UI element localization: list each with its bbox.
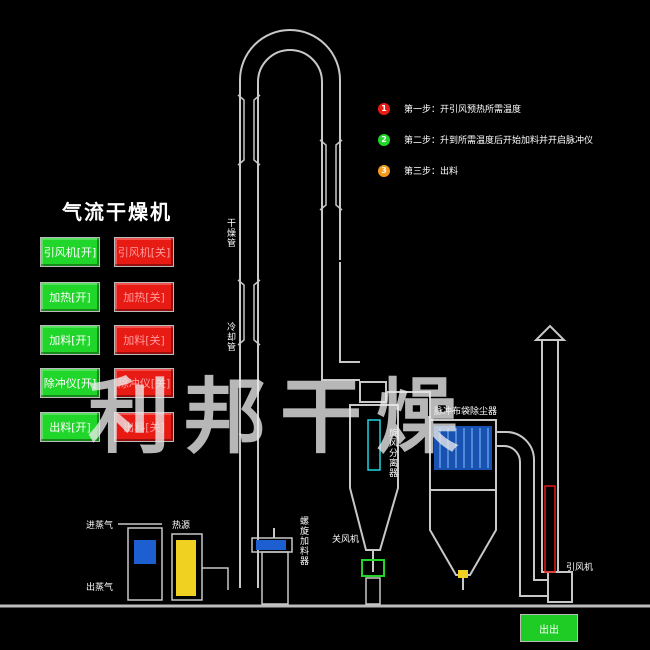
pipe-to-filter — [386, 391, 431, 420]
riser-inner — [257, 49, 323, 588]
fan-off-button[interactable]: 引风机[关] — [114, 237, 174, 267]
riser-segments — [237, 94, 343, 346]
fan-on-button[interactable]: 引风机[开] — [40, 237, 100, 267]
feed-off-button[interactable]: 加料[关] — [114, 325, 174, 355]
steam-out-label: 出蒸气 — [86, 583, 114, 593]
step-2-badge: 2 — [378, 133, 390, 146]
step-1: 1 第一步：开引风预热所需温度 — [378, 102, 521, 115]
pulse-on-button[interactable]: 除冲仪[开] — [40, 368, 100, 398]
discharge-valve — [458, 570, 468, 578]
discharge-on-button[interactable]: 出料[开] — [40, 412, 100, 442]
step-1-text: 第一步：开引风预热所需温度 — [404, 105, 522, 115]
steam-in-label: 进蒸气 — [86, 521, 114, 531]
airlock-valve — [361, 559, 385, 577]
screw-feeder-label: 螺旋加料器 — [298, 516, 308, 566]
discharge-off-button[interactable]: 出料[关] — [114, 412, 174, 442]
pulse-off-button[interactable]: 除冲仪[关] — [114, 368, 174, 398]
screw-feeder — [251, 537, 293, 605]
fan-label: 引风机 — [566, 563, 594, 573]
fan-body — [547, 571, 573, 603]
step-2-text: 第二步：升到所需温度后开始加料并开启脉冲仪 — [404, 136, 594, 146]
riser-outer — [239, 29, 341, 588]
step-3-text: 第三步：出料 — [404, 167, 459, 177]
heater-assembly — [118, 523, 229, 601]
pipe-to-cyclone — [321, 262, 360, 381]
step-3: 3 第三步：出料 — [378, 164, 458, 177]
airlock-label: 关风机 — [332, 535, 360, 545]
bag-filter-label: 脉冲布袋除尘器 — [434, 407, 498, 417]
panel-title: 气流干燥机 — [62, 200, 172, 224]
step-1-badge: 1 — [378, 102, 390, 115]
filter-bags — [434, 426, 492, 470]
pipe-to-fan — [496, 431, 548, 581]
cyclone-inner — [367, 419, 381, 471]
cool-pipe-label: 冷却管 — [225, 322, 235, 352]
heat-off-button[interactable]: 加热[关] — [114, 282, 174, 312]
heat-source-label: 热源 — [172, 521, 191, 531]
step-3-badge: 3 — [378, 164, 390, 177]
step-2: 2 第二步：升到所需温度后开始加料并开启脉冲仪 — [378, 133, 593, 146]
steam-exchanger — [134, 540, 156, 564]
cyclone-label: 旋风分离器 — [387, 428, 397, 478]
heat-on-button[interactable]: 加热[开] — [40, 282, 100, 312]
filter-bag-lines — [439, 428, 489, 468]
feed-on-button[interactable]: 加料[开] — [40, 325, 100, 355]
heater-core — [176, 540, 196, 596]
dry-pipe-label: 干燥管 — [225, 218, 235, 248]
output-button[interactable]: 出出 — [520, 614, 578, 642]
